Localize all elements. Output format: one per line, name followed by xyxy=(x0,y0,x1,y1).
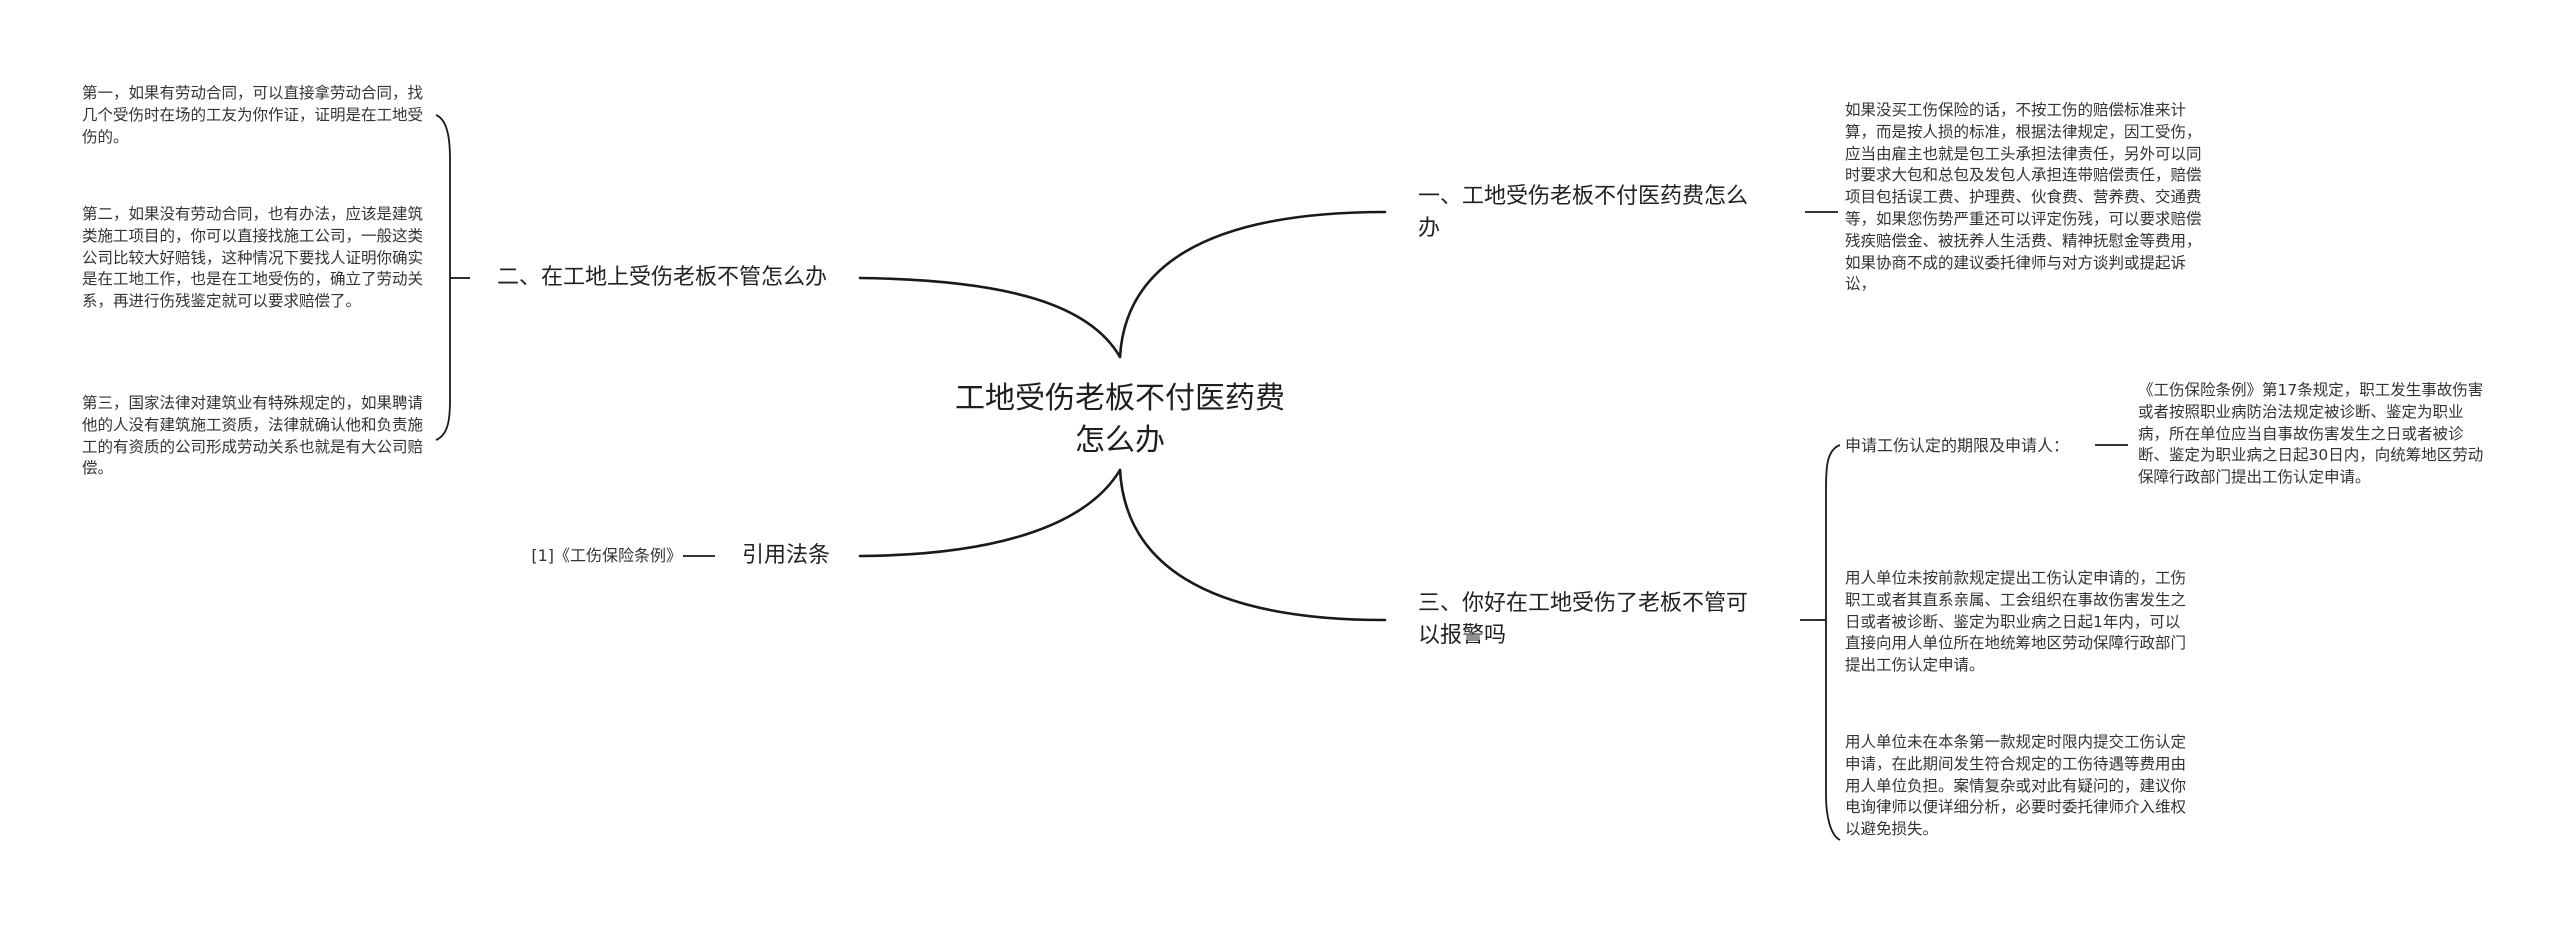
link-root-b2 xyxy=(858,276,1122,359)
b3-note-2: 用人单位未在本条第一款规定时限内提交工伤认定申请，在此期间发生符合规定的工伤待遇… xyxy=(1845,733,2187,839)
b2-note-1: 第一，如果有劳动合同，可以直接拿劳动合同，找几个受伤时在场的工友为你作证，证明是… xyxy=(82,84,424,146)
b2-bracket xyxy=(435,114,451,441)
branch-b3-title: 三、你好在工地受伤了老板不管可以报警吗 xyxy=(1418,591,1749,648)
root-title-line2: 怎么办 xyxy=(1075,423,1165,458)
link-root-law xyxy=(858,468,1122,558)
root-title-line1: 工地受伤老板不付医药费 xyxy=(955,381,1285,416)
link-root-b1 xyxy=(1118,210,1387,359)
b3-subtitle-note: 《工伤保险条例》第17条规定，职工发生事故伤害或者按照职业病防治法规定被诊断、鉴… xyxy=(2138,381,2484,487)
law-ref: [1]《工伤保险条例》 xyxy=(531,546,682,565)
b3-note-1: 用人单位未按前款规定提出工伤认定申请的，工伤职工或者其直系亲属、工会组织在事故伤… xyxy=(1845,569,2187,675)
b3-subtitle: 申请工伤认定的期限及申请人： xyxy=(1845,436,2070,455)
b2-note-3: 第三，国家法律对建筑业有特殊规定的，如果聘请他的人没有建筑施工资质，法律就确认他… xyxy=(82,394,424,478)
b3-bracket xyxy=(1825,444,1841,841)
link-root-b3 xyxy=(1118,468,1387,622)
branch-b1-title: 一、工地受伤老板不付医药费怎么办 xyxy=(1418,184,1749,241)
b2-note-2: 第二，如果没有劳动合同，也有办法，应该是建筑类施工项目的，你可以直接找施工公司，… xyxy=(82,205,424,311)
branch-law-title: 引用法条 xyxy=(742,543,831,568)
branch-b2-title: 二、在工地上受伤老板不管怎么办 xyxy=(497,265,828,290)
b1-note: 如果没买工伤保险的话，不按工伤的赔偿标准来计算，而是按人损的标准，根据法律规定，… xyxy=(1845,101,2202,294)
root-topic: 工地受伤老板不付医药费 怎么办 xyxy=(930,378,1310,462)
